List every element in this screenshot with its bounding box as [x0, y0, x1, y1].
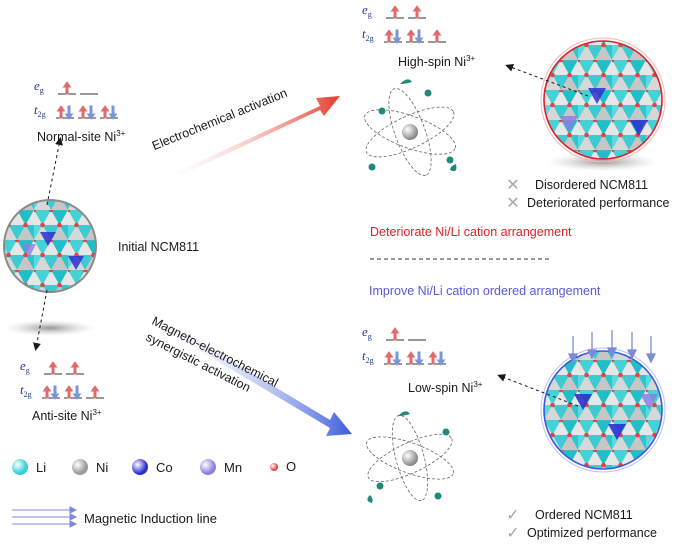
orbital-symbol: eg — [362, 2, 372, 19]
label-anti-site: Anti-site Ni3+ — [32, 408, 102, 424]
pointer-high-spin — [505, 64, 589, 97]
pointer-anti-site — [33, 289, 48, 351]
legend-label: Co — [156, 459, 173, 475]
label-initial: Initial NCM811 — [118, 240, 200, 254]
spin-up-arrow — [62, 81, 72, 95]
orbital-symbol: eg — [362, 324, 372, 341]
atom-low-spin — [366, 411, 454, 503]
spin-down-arrow — [64, 105, 74, 120]
label-improve: Improve Ni/Li cation ordered arrangement — [369, 284, 601, 298]
spin-up-arrow — [64, 385, 74, 399]
atom-dot-icon — [72, 459, 88, 475]
orbital-symbol: t2g — [20, 382, 32, 399]
cross-icon: ✕ — [506, 177, 520, 194]
spin-down-arrow — [72, 385, 82, 400]
orbital-symbol: t2g — [34, 102, 46, 119]
atom-dot-icon — [12, 459, 28, 475]
atom-dot-icon — [132, 459, 148, 475]
status-optimized-performance: ✓Optimized performance — [506, 525, 657, 542]
atom-high-spin — [364, 79, 457, 176]
initial-shadow — [4, 320, 96, 336]
atom-dot-icon — [200, 459, 216, 475]
legend-label: Li — [36, 459, 47, 475]
spin-up-arrow — [428, 351, 438, 365]
orbital-normal-site: eg t2g — [34, 78, 144, 127]
spin-down-arrow — [50, 385, 60, 400]
label-low-spin: Low-spin Ni3+ — [408, 380, 483, 396]
pointer-normal-site — [46, 137, 63, 206]
spin-down-arrow — [108, 105, 118, 120]
orbital-low-spin: eg t2g — [362, 324, 472, 373]
spin-up-arrow — [390, 327, 400, 341]
spin-up-arrow — [384, 351, 394, 365]
legend-item-li: Li — [12, 459, 46, 475]
orbital-high-spin: eg t2g — [362, 2, 472, 51]
spin-up-arrow — [48, 361, 58, 375]
spin-down-arrow — [86, 105, 96, 120]
spin-up-arrow — [78, 105, 88, 119]
legend-item-ni: Ni — [72, 459, 108, 475]
spin-down-arrow — [392, 29, 402, 44]
orbital-symbol: t2g — [362, 26, 374, 43]
spin-down-arrow — [414, 351, 424, 366]
orbital-symbol: t2g — [362, 348, 374, 365]
spin-down-arrow — [436, 351, 446, 366]
legend-item-co: Co — [132, 459, 173, 475]
spin-up-arrow — [70, 361, 80, 375]
magnetic-field-arrows — [567, 330, 657, 364]
spin-up-arrow — [384, 29, 394, 43]
spin-down-arrow — [414, 29, 424, 44]
spin-up-arrow — [406, 351, 416, 365]
orbital-svg: eg t2g — [362, 324, 446, 366]
magnetic-line-legend-icon — [12, 506, 78, 528]
orbital-symbol: eg — [34, 78, 44, 95]
check-icon: ✓ — [506, 525, 520, 542]
legend-label: O — [286, 459, 297, 474]
spin-up-arrow — [42, 385, 52, 399]
initial-crystal — [3, 199, 97, 293]
spin-down-arrow — [392, 351, 402, 366]
orbital-svg: eg t2g — [362, 2, 446, 44]
orbital-symbol: eg — [20, 358, 30, 375]
spin-up-arrow — [390, 5, 400, 19]
disordered-crystal — [540, 37, 666, 163]
spin-up-arrow — [56, 105, 66, 119]
status-deteriorated-performance: ✕Deteriorated performance — [506, 195, 670, 212]
atom-dot-icon — [270, 462, 278, 471]
orbital-anti-site: eg t2g — [20, 358, 130, 407]
check-icon: ✓ — [506, 507, 520, 524]
legend-label: Ni — [96, 459, 109, 475]
label-high-spin: High-spin Ni3+ — [398, 54, 476, 70]
ordered-crystal — [540, 347, 666, 473]
orbital-svg: eg t2g — [20, 358, 104, 400]
cross-icon: ✕ — [506, 195, 520, 212]
spin-up-arrow — [100, 105, 110, 119]
status-ordered: ✓Ordered NCM811 — [506, 507, 633, 524]
label-deteriorate: Deteriorate Ni/Li cation arrangement — [370, 225, 572, 239]
legend-label: Mn — [224, 459, 243, 475]
magneto-arrow — [148, 312, 352, 436]
electrochemical-arrow — [155, 96, 340, 186]
spin-up-arrow — [90, 385, 100, 399]
spin-up-arrow — [406, 29, 416, 43]
spin-up-arrow — [432, 29, 442, 43]
legend-item-mn: Mn — [200, 459, 242, 475]
pointer-low-spin — [497, 374, 579, 407]
orbital-svg: eg t2g — [34, 78, 118, 120]
legend-item-o: O — [270, 459, 296, 474]
spin-up-arrow — [412, 5, 422, 19]
status-disordered: ✕Disordered NCM811 — [506, 177, 649, 194]
label-normal-site: Normal-site Ni3+ — [37, 129, 126, 145]
legend-magnetic-line: Magnetic Induction line — [84, 511, 217, 526]
